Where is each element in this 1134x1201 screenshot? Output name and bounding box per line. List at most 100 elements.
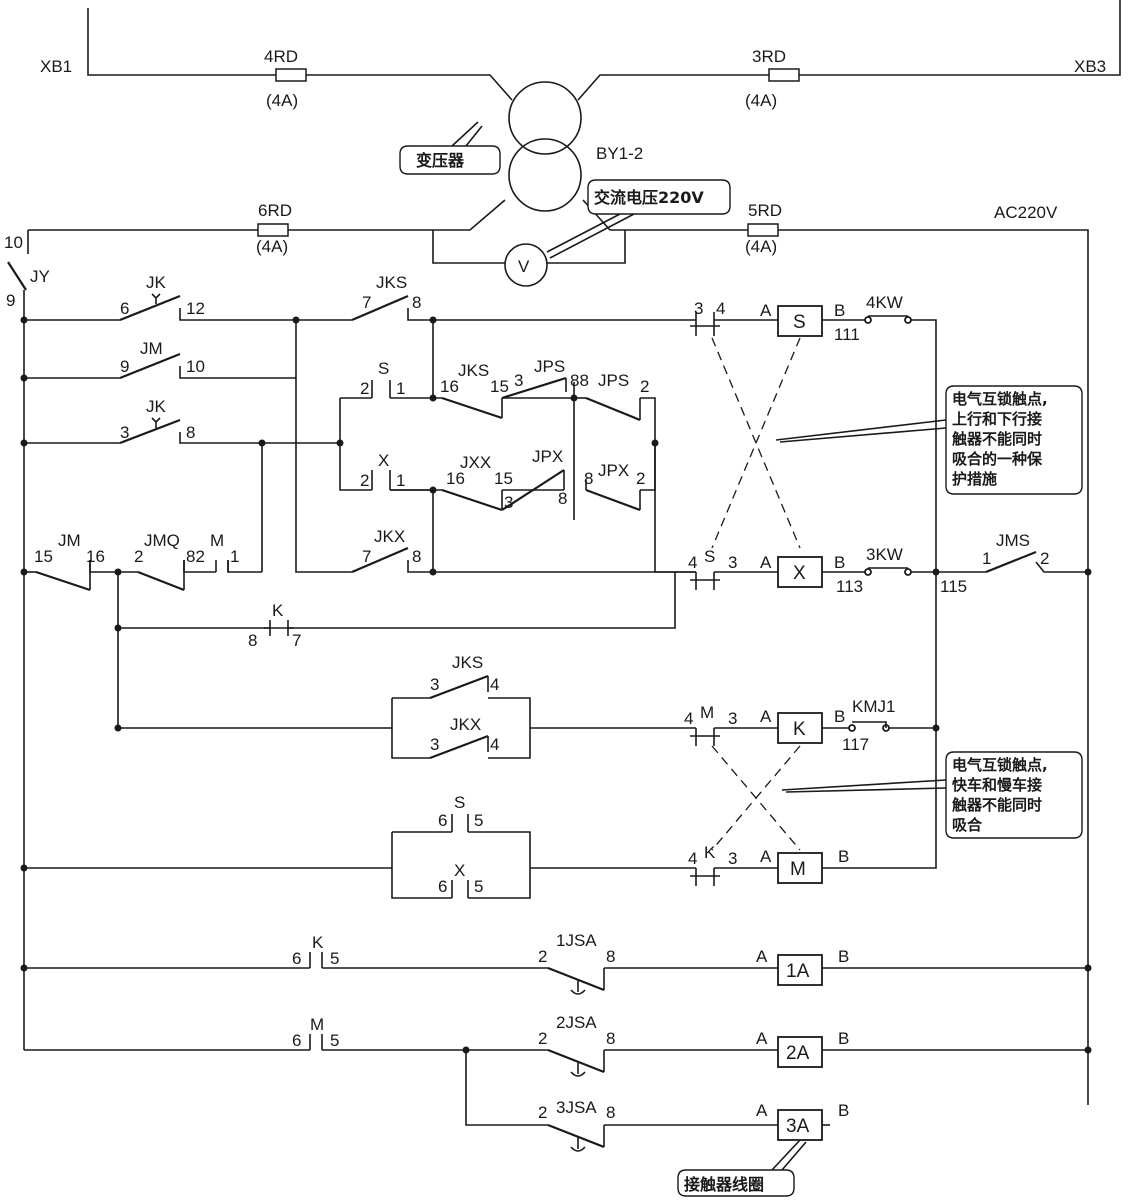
contact-jm-9-10: JM 9 10	[119, 339, 205, 380]
coil-1a-name: 1A	[786, 961, 810, 982]
relay-kmj1: KMJ1	[848, 697, 895, 732]
note1-line4: 吸合的一种保	[952, 450, 1043, 468]
jks-b-left: 16	[440, 377, 459, 396]
coil-callout: 接触器线圈	[677, 1139, 807, 1197]
coil-m: M A B	[760, 847, 849, 884]
voltmeter-callout-text: 交流电压220V	[594, 188, 704, 207]
x-a-right: 1	[396, 471, 405, 490]
jkx-b-left: 3	[430, 735, 439, 754]
s-nc-label: S	[704, 547, 715, 566]
x-b-right: 5	[474, 877, 483, 896]
coil-2a: 2A A B	[756, 1029, 849, 1068]
contact-jks-3-4: JKS 3 4	[429, 653, 499, 700]
note2-line1: 电气互锁触点,	[952, 756, 1048, 774]
m-a-label: M	[210, 531, 224, 550]
jsa1-label: 1JSA	[556, 931, 597, 950]
contact-m-6-5: M 6 5	[292, 1015, 339, 1050]
jms-label: JMS	[996, 531, 1030, 550]
coil-x-name: X	[793, 563, 806, 584]
jsa3-left: 2	[538, 1103, 547, 1122]
jmq-right: 82	[186, 547, 205, 566]
k-a-label: K	[272, 601, 284, 620]
contact-s-2-1: S 2 1	[360, 359, 405, 398]
coil-k-name: K	[793, 719, 806, 740]
jsa2-label: 2JSA	[556, 1013, 597, 1032]
contact-3jsa-2-8: 3JSA 2 8	[538, 1098, 615, 1152]
contact-x-2-1: X 2 1	[360, 451, 433, 491]
contact-1jsa-2-8: 1JSA 2 8	[538, 931, 615, 995]
fuse-3rd: 3RD (4A)	[745, 47, 800, 110]
x-nc-right: 4	[716, 299, 725, 318]
jk-a-right: 12	[186, 299, 205, 318]
note1-line5: 护措施	[952, 470, 997, 488]
jsa2-right: 8	[606, 1029, 615, 1048]
jk-b-label: JK	[146, 397, 167, 416]
jsa1-right: 8	[606, 947, 615, 966]
x-b-label: X	[454, 861, 465, 880]
voltmeter: V	[504, 243, 548, 287]
note1-line2: 上行和下行接	[952, 410, 1042, 428]
fuse-5rd: 5RD (4A)	[745, 201, 782, 256]
jm-a-left: 9	[120, 357, 129, 376]
jks-b-right: 15	[490, 377, 509, 396]
node-115: 115	[940, 577, 967, 596]
transformer-callout: 变压器	[399, 121, 501, 175]
jm-b-right: 16	[86, 547, 105, 566]
jpx-a-label: JPX	[532, 447, 563, 466]
jk-a-left: 6	[120, 299, 129, 318]
jks-a-left: 7	[362, 293, 371, 312]
overload-4kw-label: 4KW	[866, 293, 903, 312]
jpx-b-label: JPX	[598, 461, 629, 480]
jsa1-left: 2	[538, 947, 547, 966]
voltmeter-symbol: V	[518, 257, 530, 276]
coil-1a: 1A A B	[756, 947, 849, 986]
k-nc-label: K	[704, 843, 716, 862]
jy-terminal-top: 10	[4, 233, 23, 252]
coil-k-node: 117	[842, 735, 869, 754]
s-nc-right: 3	[728, 553, 737, 572]
jxx-label: JXX	[460, 453, 491, 472]
note1-line3: 触器不能同时	[952, 430, 1042, 448]
junction-dots	[20, 316, 1092, 1054]
note1-line1: 电气互锁触点,	[952, 390, 1048, 408]
coil-1a-a: A	[756, 947, 768, 966]
s-a-left: 2	[360, 379, 369, 398]
contact-m-1: M 1	[210, 531, 239, 572]
contact-jpx-8-2: JPX 8 2	[584, 461, 645, 512]
m-nc-label: M	[700, 703, 714, 722]
s-b-right: 5	[474, 811, 483, 830]
jps-b-label: JPS	[598, 371, 629, 390]
fuse-6rd: 6RD (4A)	[256, 201, 292, 256]
x-a-left: 2	[360, 471, 369, 490]
contact-jk-6-12: JK 6 12	[119, 273, 205, 322]
terminal-xb3: XB3	[1074, 57, 1106, 76]
fuse-5rd-rating: (4A)	[745, 237, 777, 256]
jps-a-left: 3	[514, 371, 523, 390]
s-b-left: 6	[438, 811, 447, 830]
k-a-left: 8	[248, 631, 257, 650]
jsa3-right: 8	[606, 1103, 615, 1122]
contact-jks-16-15: JKS 16 15	[440, 361, 509, 420]
fuse-6rd-label: 6RD	[258, 201, 292, 220]
coil-callout-text: 接触器线圈	[684, 1175, 764, 1194]
coil-2a-a: A	[756, 1029, 768, 1048]
k-nc-left: 4	[688, 849, 697, 868]
jmq-left: 2	[134, 547, 143, 566]
jks-b-label: JKS	[458, 361, 489, 380]
s-b-label: S	[454, 793, 465, 812]
jm-b-left: 15	[34, 547, 53, 566]
jkx-a-label: JKX	[374, 527, 405, 546]
jks-a-label: JKS	[376, 273, 407, 292]
k-c-left: 6	[292, 949, 301, 968]
jms-right: 2	[1040, 549, 1049, 568]
x-b-left: 6	[438, 877, 447, 896]
jkx-b-label: JKX	[450, 715, 481, 734]
interlock-dashes-fastslow	[711, 745, 801, 851]
jks-c-right: 4	[490, 675, 499, 694]
jpx-a-right: 8	[558, 489, 567, 508]
coil-1a-b: B	[838, 947, 849, 966]
coil-m-name: M	[790, 859, 806, 880]
terminal-ac220v: AC220V	[994, 203, 1058, 222]
coil-3a: 3A A B	[756, 1101, 849, 1141]
